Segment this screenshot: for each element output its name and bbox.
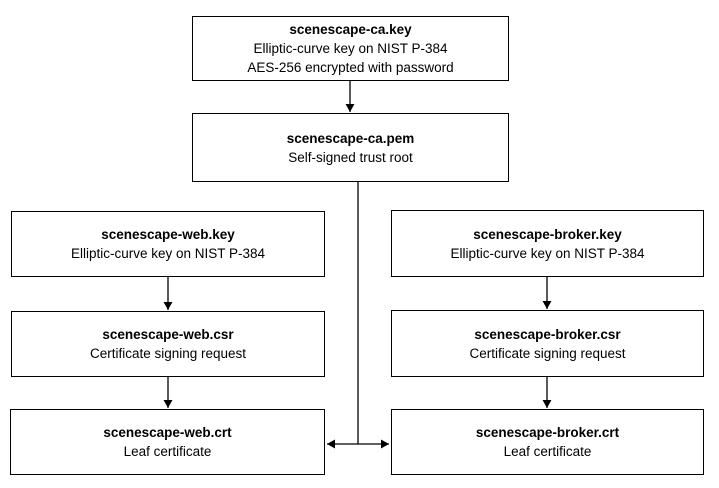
- node-title: scenescape-web.key: [101, 227, 235, 242]
- node-subtitle: AES-256 encrypted with password: [247, 60, 454, 75]
- node-subtitle: Leaf certificate: [503, 444, 592, 459]
- node-subtitle: Certificate signing request: [89, 346, 247, 361]
- node-subtitle: Self-signed trust root: [288, 149, 413, 165]
- node-title: scenescape-web.crt: [103, 425, 232, 440]
- node-title: scenescape-broker.crt: [475, 425, 620, 440]
- node-title: scenescape-ca.key: [289, 22, 412, 37]
- node-broker-key: scenescape-broker.key Elliptic-curve key…: [391, 210, 704, 277]
- node-web-key: scenescape-web.key Elliptic-curve key on…: [11, 211, 325, 277]
- node-ca-key: scenescape-ca.key Elliptic-curve key on …: [192, 16, 509, 81]
- node-broker-crt: scenescape-broker.crt Leaf certificate: [391, 409, 704, 475]
- node-title: scenescape-broker.csr: [474, 326, 621, 342]
- node-subtitle: Elliptic-curve key on NIST P-384: [450, 245, 645, 261]
- node-subtitle: Elliptic-curve key on NIST P-384: [253, 41, 448, 56]
- node-web-csr: scenescape-web.csr Certificate signing r…: [11, 311, 325, 377]
- node-broker-csr: scenescape-broker.csr Certificate signin…: [391, 310, 704, 377]
- node-title: scenescape-web.csr: [102, 327, 234, 342]
- node-ca-pem: scenescape-ca.pem Self-signed trust root: [192, 113, 509, 182]
- node-subtitle: Elliptic-curve key on NIST P-384: [70, 246, 266, 261]
- node-subtitle: Certificate signing request: [469, 345, 626, 361]
- node-web-crt: scenescape-web.crt Leaf certificate: [10, 409, 325, 475]
- node-subtitle: Leaf certificate: [123, 444, 212, 459]
- node-title: scenescape-broker.key: [473, 226, 622, 242]
- node-title: scenescape-ca.pem: [286, 130, 415, 146]
